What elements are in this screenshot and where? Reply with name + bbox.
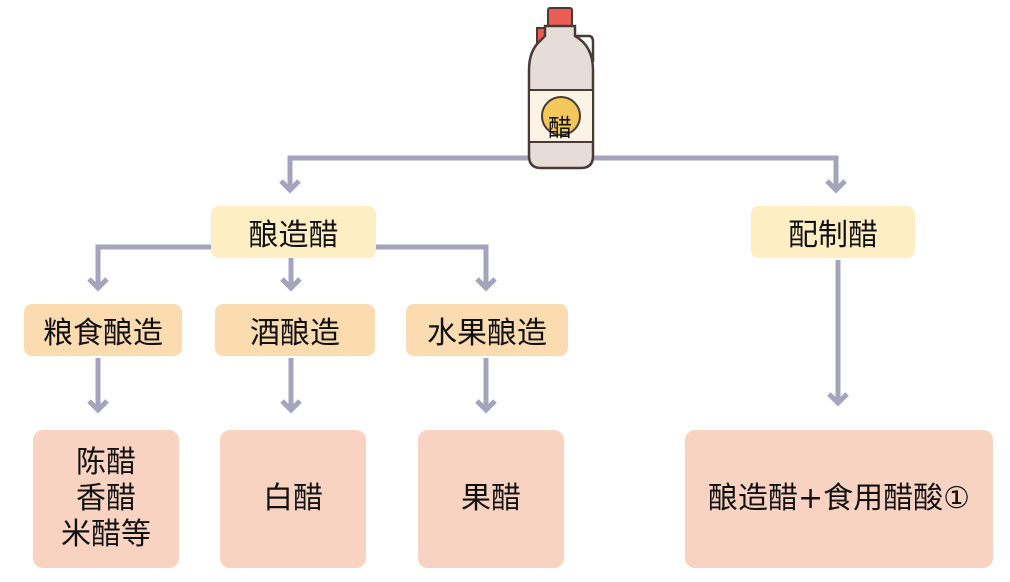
category-blended-vinegar: 配制醋 [751,206,915,258]
vinegar-bottle-icon [527,7,595,170]
arrow-to-grain-result [87,399,109,414]
result-blended-vinegar: 酿造醋+食用醋酸① [685,430,993,568]
category-brewed-vinegar: 酿造醋 [211,206,376,258]
result-line: 白醋 [263,481,323,516]
bottle-label-text: 醋 [548,113,572,142]
arrow-to-fruit-result [475,399,497,414]
arrow-to-brewed [279,179,301,194]
result-line: 果醋 [461,481,521,516]
subcategory-alcohol-label: 酒酿造 [250,316,340,351]
result-blended-text: 酿造醋+食用醋酸① [707,481,971,516]
subcategory-alcohol: 酒酿造 [215,304,375,356]
result-line: 香醋 [76,481,136,516]
category-brewed-label: 酿造醋 [248,218,339,253]
subcategory-fruit-label: 水果酿造 [427,316,547,351]
bottle-handle [575,34,595,62]
arrow-to-fruit [475,277,497,292]
category-blended-label: 配制醋 [788,218,878,253]
result-line: 陈醋 [76,445,136,480]
subcategory-grain-label: 粮食酿造 [43,316,163,351]
subcategory-fruit: 水果酿造 [406,304,568,356]
connector-brewed-grain [95,244,211,288]
subcategory-grain: 粮食酿造 [24,304,182,356]
arrow-to-grain [87,277,109,292]
arrow-to-alcohol [280,277,302,292]
arrow-to-blended-result [827,392,849,407]
result-line: 米醋等 [61,517,151,552]
bottle-cap [547,7,573,27]
result-white-vinegar: 白醋 [220,430,366,568]
arrow-to-alcohol-result [280,399,302,414]
result-fruit-vinegar: 果醋 [418,430,564,568]
arrow-to-blended [825,179,847,194]
connector-brewed-fruit [376,244,489,288]
result-grain-vinegars: 陈醋 香醋 米醋等 [33,430,179,568]
bottle-label-circle [541,96,581,136]
